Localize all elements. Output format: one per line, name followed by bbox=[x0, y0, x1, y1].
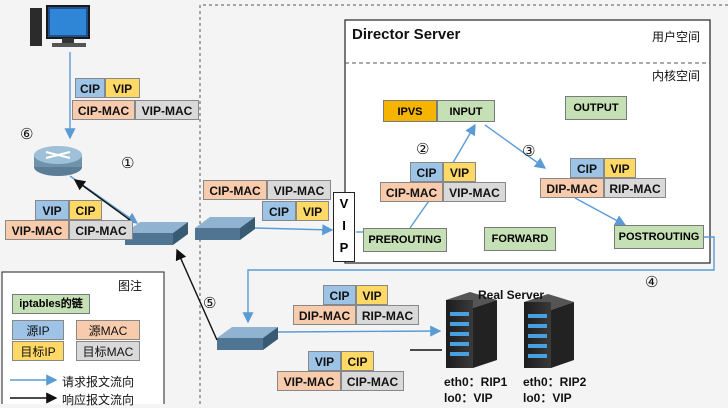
packet-client-dst-mac: VIP-MAC bbox=[135, 100, 199, 120]
legend-dst-ip: 目标IP bbox=[12, 341, 64, 361]
director-title: Director Server bbox=[352, 26, 461, 43]
packet-rs-dst-ip: VIP bbox=[356, 285, 388, 305]
packet-rsresp-src-ip: VIP bbox=[308, 351, 341, 371]
output-chain: OUTPUT bbox=[565, 96, 627, 120]
rs2-eth-label: eth0：RIP2 bbox=[523, 375, 587, 389]
packet-resp-src-ip: VIP bbox=[35, 200, 69, 220]
rs1-lo-label: lo0：VIP bbox=[444, 391, 493, 405]
legend-title: 图注 bbox=[118, 279, 143, 293]
real-server-1-icon bbox=[446, 292, 497, 368]
packet-rsresp-src-mac: VIP-MAC bbox=[277, 371, 341, 391]
packet-client-src-mac: CIP-MAC bbox=[72, 100, 135, 120]
vip-letter-p: P bbox=[339, 240, 349, 255]
switch-2-icon bbox=[195, 217, 255, 240]
director-server-box bbox=[344, 19, 711, 264]
forward-chain: FORWARD bbox=[484, 227, 556, 251]
packet-client-dst-ip: VIP bbox=[105, 78, 140, 98]
packet-vip-dst-ip: VIP bbox=[296, 201, 329, 221]
packet-vip-src-mac: CIP-MAC bbox=[203, 180, 267, 200]
packet-step3-src-mac: DIP-MAC bbox=[540, 178, 604, 198]
request-flow bbox=[64, 52, 715, 337]
packet-rs-src-mac: DIP-MAC bbox=[293, 305, 356, 325]
packet-resp-dst-mac: CIP-MAC bbox=[69, 220, 133, 240]
packet-rs-dst-mac: RIP-MAC bbox=[356, 305, 419, 325]
step-1-marker: ① bbox=[121, 154, 135, 172]
vip-letter-v: V bbox=[339, 196, 349, 211]
vip-letter-i: I bbox=[342, 218, 346, 233]
packet-step3-dst-mac: RIP-MAC bbox=[604, 178, 666, 198]
packet-resp-dst-ip: CIP bbox=[69, 200, 102, 220]
kernel-space-label: 内核空间 bbox=[652, 69, 701, 83]
packet-rsresp-dst-ip: CIP bbox=[341, 351, 374, 371]
vip-interface-box: V I P bbox=[333, 192, 355, 262]
rs1-eth-label: eth0：RIP1 bbox=[444, 375, 508, 389]
switch-3-icon bbox=[217, 327, 278, 350]
client-computer-icon bbox=[30, 5, 90, 47]
step-4-marker: ④ bbox=[645, 273, 659, 291]
user-space-label: 用户空间 bbox=[652, 30, 701, 44]
director-region-border bbox=[199, 4, 728, 404]
step-3-marker: ③ bbox=[522, 142, 536, 160]
packet-step2-dst-mac: VIP-MAC bbox=[443, 182, 506, 202]
switch-1-icon bbox=[125, 222, 188, 245]
packet-vip-dst-mac: VIP-MAC bbox=[267, 180, 331, 200]
legend-src-ip: 源IP bbox=[12, 320, 64, 340]
packet-vip-src-ip: CIP bbox=[262, 201, 296, 221]
response-flow bbox=[73, 179, 442, 351]
legend-response-label: 响应报文流向 bbox=[62, 393, 135, 407]
packet-client-src-ip: CIP bbox=[75, 78, 105, 98]
rs2-lo-label: lo0：VIP bbox=[523, 391, 572, 405]
packet-rs-src-ip: CIP bbox=[323, 285, 356, 305]
packet-step3-dst-ip: VIP bbox=[604, 158, 636, 178]
packet-resp-src-mac: VIP-MAC bbox=[5, 220, 69, 240]
real-server-2-icon bbox=[524, 294, 574, 368]
step-6-marker: ⑥ bbox=[20, 125, 34, 143]
legend-dst-mac: 目标MAC bbox=[76, 341, 140, 361]
legend-src-mac: 源MAC bbox=[76, 320, 140, 340]
packet-step3-src-ip: CIP bbox=[570, 158, 604, 178]
packet-step2-src-mac: CIP-MAC bbox=[380, 182, 443, 202]
real-server-title: Real Server bbox=[478, 288, 545, 302]
packet-step2-src-ip: CIP bbox=[410, 162, 443, 182]
packet-step2-dst-ip: VIP bbox=[443, 162, 476, 182]
step-2-marker: ② bbox=[416, 140, 430, 158]
input-chain: INPUT bbox=[437, 100, 495, 122]
legend-chain-sample: iptables的链 bbox=[12, 294, 90, 314]
step-5-marker: ⑤ bbox=[203, 294, 217, 312]
ipvs-chain: IPVS bbox=[383, 100, 437, 122]
prerouting-chain: PREROUTING bbox=[363, 228, 447, 252]
router-icon bbox=[34, 146, 82, 176]
postrouting-chain: POSTROUTING bbox=[614, 225, 704, 249]
packet-rsresp-dst-mac: CIP-MAC bbox=[341, 371, 404, 391]
legend-request-label: 请求报文流向 bbox=[62, 375, 135, 389]
